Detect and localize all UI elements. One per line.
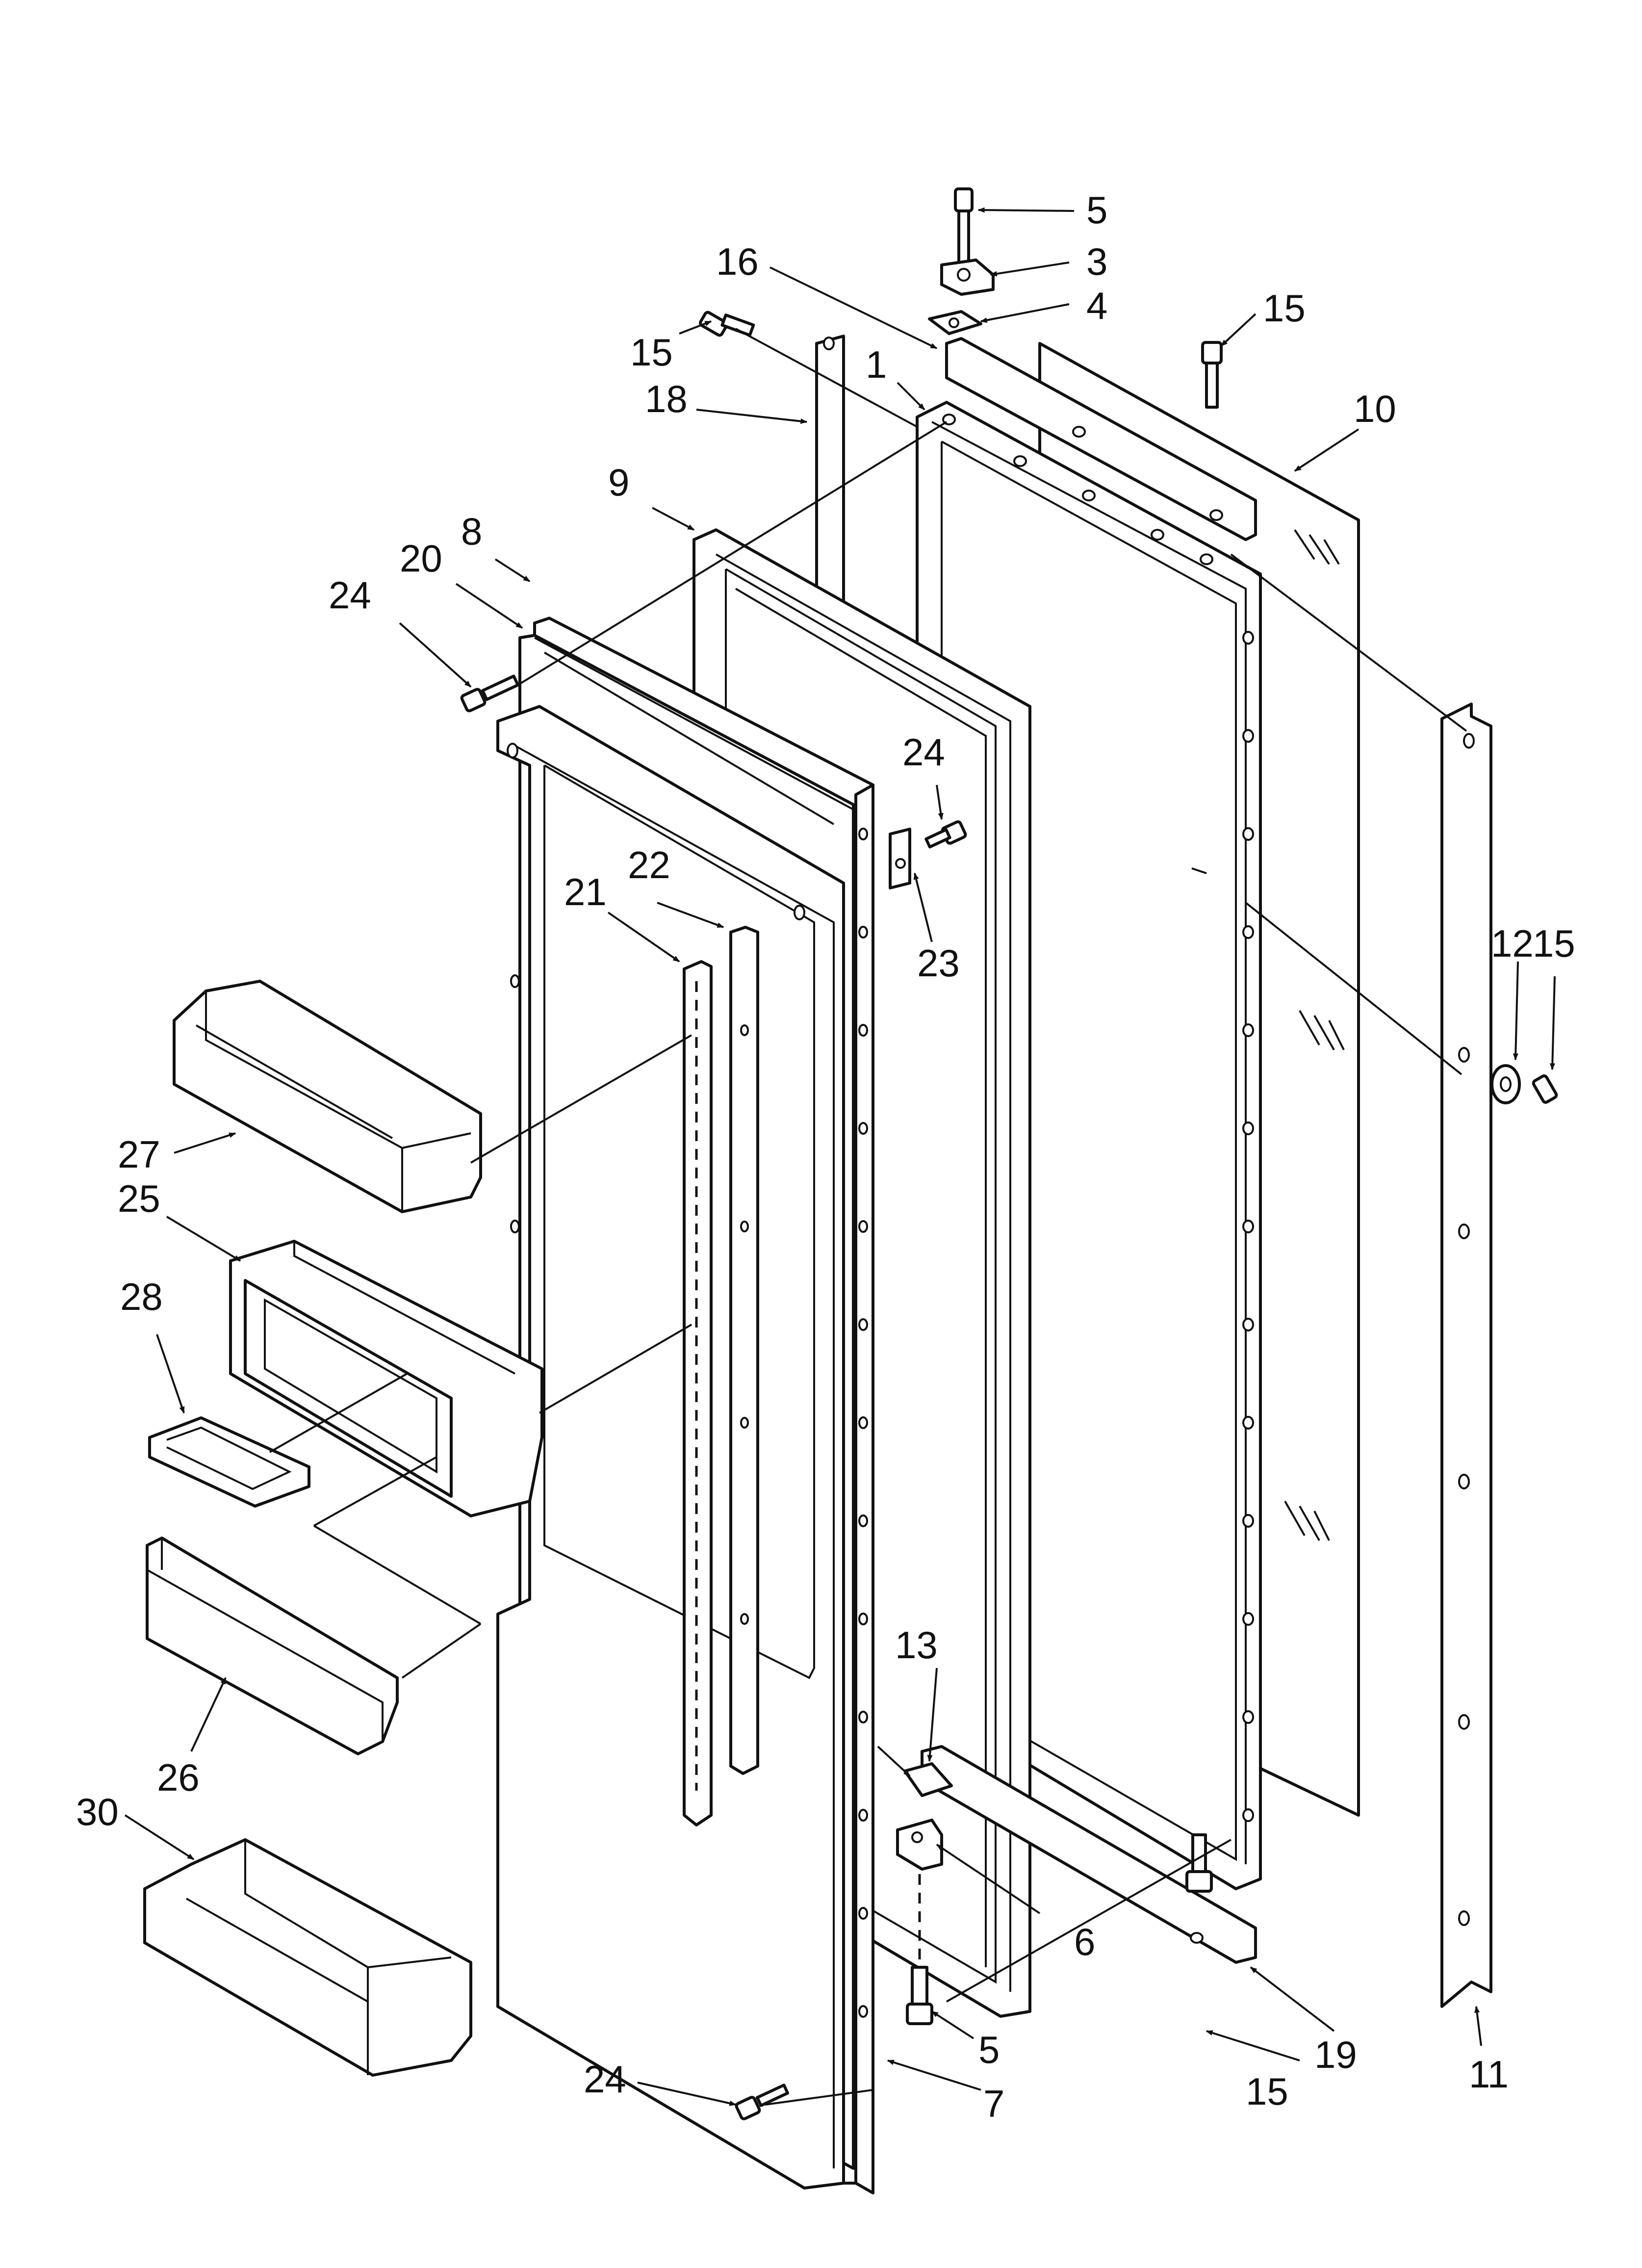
callout-10: 10 bbox=[1354, 387, 1396, 430]
part-21-bar bbox=[683, 960, 713, 1826]
callout-11: 11 bbox=[1469, 2053, 1509, 2096]
callout-13: 13 bbox=[895, 1623, 938, 1667]
callout-21: 21 bbox=[564, 870, 607, 913]
callout-26: 26 bbox=[157, 1756, 200, 1799]
part-26-shelf-front bbox=[146, 1537, 399, 1755]
callout-27: 27 bbox=[118, 1133, 160, 1176]
part-30-door-bin bbox=[143, 1838, 472, 2077]
part-27-door-bin bbox=[173, 980, 482, 1213]
callout-16: 16 bbox=[716, 240, 759, 283]
callout-18: 18 bbox=[645, 377, 688, 420]
callout-1: 1 bbox=[866, 343, 887, 386]
callout-4: 4 bbox=[1086, 284, 1107, 327]
callout-24-mid: 24 bbox=[902, 730, 945, 774]
part-15-screw-b bbox=[1201, 341, 1223, 409]
callout-5-top: 5 bbox=[1086, 188, 1107, 232]
callout-15-bottom: 15 bbox=[1246, 2070, 1288, 2113]
callout-7: 7 bbox=[983, 2082, 1004, 2125]
callout-23: 23 bbox=[917, 941, 960, 985]
part-11-door-strip bbox=[1440, 703, 1492, 2008]
assembly-leader-lines bbox=[269, 328, 1467, 2106]
callout-9: 9 bbox=[608, 461, 629, 504]
part-5-screw-bottom bbox=[906, 1966, 933, 2025]
callout-25: 25 bbox=[118, 1177, 160, 1220]
part-16-top-channel bbox=[945, 337, 1257, 541]
callout-15-top-right: 15 bbox=[1263, 287, 1306, 330]
part-3-hinge bbox=[940, 259, 995, 296]
callout-28: 28 bbox=[120, 1275, 163, 1318]
part-13-hinge-shim bbox=[903, 1762, 953, 1797]
part-24-screw-b bbox=[924, 820, 967, 849]
inner-door-shell bbox=[496, 705, 845, 2190]
callout-15-top-left: 15 bbox=[630, 331, 673, 374]
part-22-bar bbox=[729, 926, 759, 1775]
part-25-door-bin bbox=[229, 1240, 543, 1517]
callout-20: 20 bbox=[400, 537, 442, 580]
part-4-hinge-shim bbox=[928, 310, 982, 335]
part-24-screw-c bbox=[735, 2084, 789, 2120]
callout-3: 3 bbox=[1086, 240, 1107, 283]
part-12-washer bbox=[1490, 1064, 1521, 1104]
part-15-screw-c bbox=[1532, 1074, 1558, 1104]
part-24-screw-a bbox=[460, 675, 519, 712]
callout-24-bottom: 24 bbox=[584, 2058, 626, 2101]
callout-24-top: 24 bbox=[329, 574, 371, 617]
callout-15-right: 15 bbox=[1533, 922, 1575, 965]
callout-arrows bbox=[124, 207, 1556, 2106]
part-5-screw-top bbox=[954, 187, 974, 266]
part-15-screw-a bbox=[699, 311, 755, 337]
callout-5-bottom: 5 bbox=[978, 2028, 1000, 2071]
callout-12: 12 bbox=[1491, 922, 1534, 965]
callout-30: 30 bbox=[76, 1790, 119, 1833]
callout-labels: 5 16 3 4 15 15 1 18 10 9 8 20 24 24 22 2… bbox=[76, 188, 1575, 2125]
callout-19: 19 bbox=[1314, 2033, 1357, 2076]
callout-8: 8 bbox=[461, 510, 482, 553]
callout-6: 6 bbox=[1074, 1920, 1095, 1963]
part-7-gasket-strip bbox=[854, 783, 874, 2194]
part-23-bracket bbox=[889, 828, 911, 889]
part-6-bottom-hinge bbox=[896, 1819, 943, 1967]
part-28-tray bbox=[148, 1416, 310, 1508]
callout-22: 22 bbox=[628, 843, 670, 886]
